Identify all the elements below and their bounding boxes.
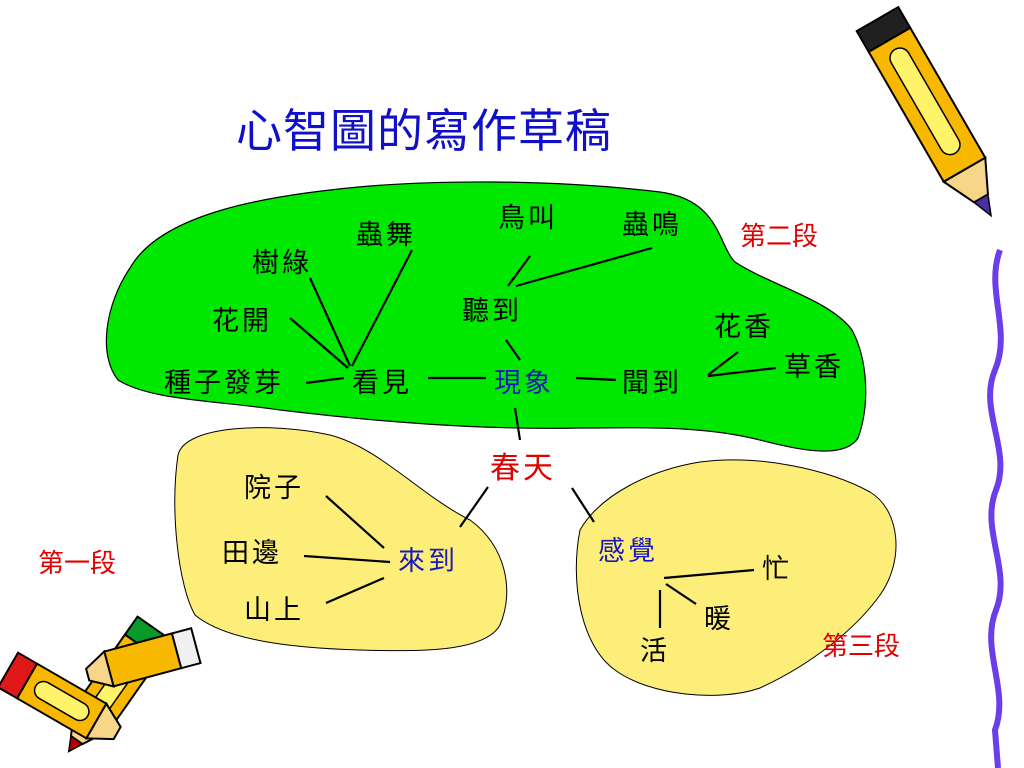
node-yard: 院子 [244,473,304,504]
node-warm: 暖 [704,604,734,635]
node-insects-chirp: 蟲鳴 [622,210,682,241]
node-field-edge: 田邊 [222,538,282,569]
node-grass-scent: 草香 [784,352,844,383]
node-hear: 聽到 [462,296,522,327]
node-busy: 忙 [762,554,792,585]
page-title: 心智圖的寫作草稿 [236,104,612,158]
pencil-bottom-left-b-icon [0,651,122,741]
node-center-spring: 春天 [490,451,556,486]
node-flower-scent: 花香 [714,312,774,343]
segment-first-label: 第一段 [38,549,117,579]
node-smell: 聞到 [622,368,682,399]
purple-wave-decoration [987,248,1004,768]
node-lively: 活 [640,636,670,667]
node-trees-green: 樹綠 [252,248,312,279]
node-feeling-hub: 感覺 [598,536,658,567]
connector-lines [289,246,777,628]
node-sprout: 種子發芽 [164,368,284,399]
node-insects-dance: 蟲舞 [356,220,416,251]
yellow-region-left [174,427,508,652]
node-come-hub: 來到 [398,546,458,577]
segment-third-label: 第三段 [822,632,901,662]
node-birds-call: 鳥叫 [498,203,558,234]
node-mountain: 山上 [244,595,304,626]
pencil-top-right-icon [855,5,993,218]
segment-second-label: 第二段 [740,222,819,252]
pencil-bottom-left-c-icon [84,627,202,688]
green-region [105,181,867,452]
node-see: 看見 [352,368,412,399]
node-flowers-open: 花開 [212,306,272,337]
node-phenomenon-hub: 現象 [494,368,554,399]
yellow-region-right [575,459,897,696]
